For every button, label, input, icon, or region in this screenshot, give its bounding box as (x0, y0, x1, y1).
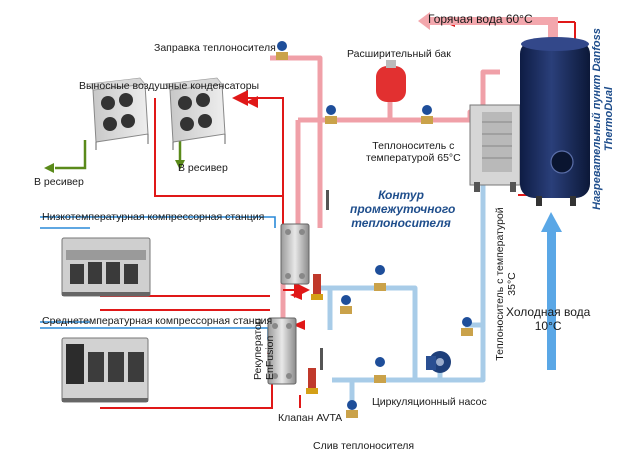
heating-unit-label: Нагревательный пункт Danfoss ThermoDual (591, 6, 615, 232)
circuit-line3: теплоносителя (351, 216, 451, 230)
remote-condensers-label: Выносные воздушные конденсаторы (79, 80, 260, 92)
drain-label: Слив теплоносителя (313, 440, 415, 452)
condenser-1 (87, 77, 149, 150)
valves (276, 41, 473, 418)
avta-valve-label: Клапан AVTA (278, 412, 343, 424)
heating-coil-unit (469, 104, 521, 192)
receiver-arrows (55, 140, 182, 170)
cold-water-line2: 10°C (534, 319, 562, 333)
heating-unit-line2: ThermoDual (603, 86, 615, 152)
low-temp-station-label: Низкотемпературная компрессорная станция (42, 211, 265, 223)
hot-water-arrow (418, 12, 558, 42)
recuperator-label: Рекуператор EnFusion (252, 318, 276, 380)
expansion-tank-label: Расширительный бак (347, 48, 451, 60)
cold-water-label: Холодная вода 10°C (506, 305, 590, 333)
to-receiver-label-1: В ресивер (34, 176, 84, 188)
coolant-35-line1: Теплоноситель с температурой (494, 207, 506, 361)
mid-temp-compressor-station (61, 337, 149, 403)
heating-unit-line1: Нагревательный пункт Danfoss (591, 28, 603, 210)
coolant-65-line2: температурой 65°C (366, 152, 461, 164)
circuit-line1: Контур (378, 188, 424, 202)
circulation-pump-shape (426, 351, 451, 373)
coolant-65-label: Теплоноситель с температурой 65°C (366, 140, 461, 164)
condenser-2 (164, 77, 226, 150)
red-arrowheads (246, 17, 455, 354)
cold-water-line1: Холодная вода (506, 305, 591, 319)
circulation-pump-label: Циркуляционный насос (372, 396, 487, 408)
to-receiver-label-2: В ресивер (178, 162, 228, 174)
refill-label: Заправка теплоносителя (154, 42, 276, 54)
hot-water-label: Горячая вода 60°C (428, 12, 533, 26)
cold-water-arrow (541, 212, 562, 370)
heat-exchanger-lower (267, 317, 297, 385)
avta-valve-upper (311, 274, 323, 300)
recuperator-line1: Рекуператор (252, 318, 264, 380)
recuperator-line2: EnFusion (264, 335, 276, 380)
heat-exchanger-upper (280, 223, 310, 285)
coolant-35-label: Теплоноситель с температурой 35°C (494, 196, 518, 372)
thermometer-upper (326, 190, 329, 210)
avta-valve-lower (306, 368, 318, 394)
storage-tank (520, 37, 590, 206)
thermometer-lower (320, 348, 323, 370)
coolant-65-line1: Теплоноситель с (372, 140, 455, 152)
intermediate-circuit-label: Контур промежуточного теплоносителя (350, 188, 456, 230)
low-temp-compressor-station (61, 237, 151, 297)
circuit-line2: промежуточного (350, 202, 456, 216)
coolant-35-line2: 35°C (506, 272, 518, 296)
expansion-tank-shape (376, 60, 406, 102)
mid-temp-station-label: Среднетемпературная компрессорная станци… (42, 315, 273, 327)
